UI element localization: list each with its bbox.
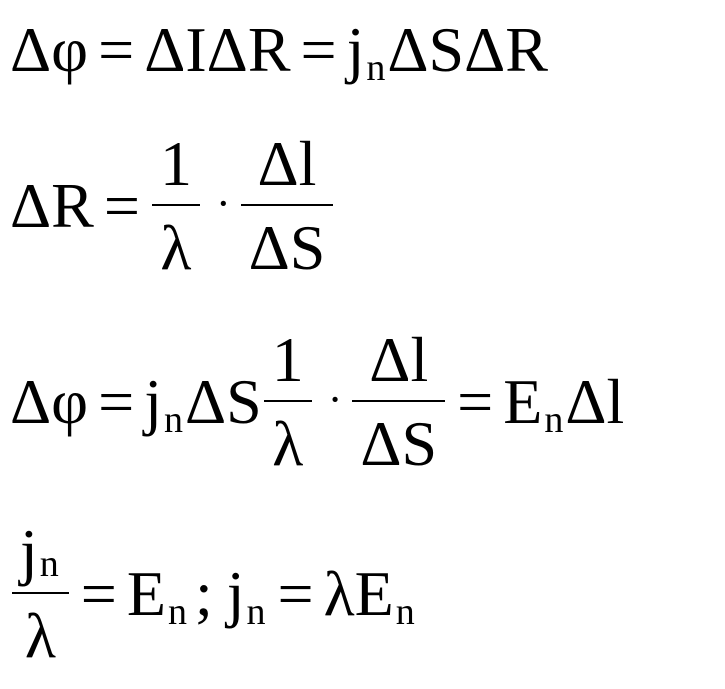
equals-sign: = [98,366,135,437]
subscript-n: n [544,399,564,441]
numerator: j n [12,520,69,584]
fraction-bar [263,400,312,402]
equals-sign: = [80,558,117,629]
equals-sign: = [300,14,337,85]
delta-phi: Δφ [10,14,89,85]
fraction-jn-over-lambda: j n λ [12,520,69,668]
fraction-bar [240,204,334,206]
equals-sign: = [98,14,135,85]
current-density-symbol: j [346,14,365,85]
numerator: Δl [369,324,429,395]
delta-r: ΔR [10,170,94,241]
current-density-symbol: j [144,366,162,437]
numerator: 1 [271,324,304,395]
equals-sign: = [457,366,494,437]
multiplication-dot: · [327,375,343,424]
current-density-symbol: j [20,516,38,587]
fraction-bar [12,592,69,594]
denominator: ΔS [360,408,438,479]
subscript-n: n [167,591,187,633]
equals-sign: = [277,558,314,629]
semicolon: ; [194,558,213,629]
equation-3: Δφ = j n ΔS 1 λ · Δl ΔS = E n Δl [10,328,624,476]
subscript-n: n [246,591,266,633]
fraction-bar [352,400,446,402]
subscript-n: n [366,47,386,89]
equation-2: ΔR = 1 λ · Δl ΔS [10,132,335,280]
current-density-symbol: j [226,558,245,629]
subscript-n: n [163,399,183,441]
denominator: λ [160,212,192,283]
subscript-n: n [39,543,59,585]
field-symbol: E [354,558,394,629]
delta-i-delta-r: ΔIΔR [144,14,291,85]
field-symbol: E [126,558,166,629]
subscript-n: n [395,591,415,633]
fraction-bar [151,204,200,206]
delta-s-delta-r: ΔSΔR [387,14,548,85]
denominator: ΔS [248,212,326,283]
denominator: λ [272,408,304,479]
fraction-dl-over-ds: Δl ΔS [240,128,334,283]
delta-phi: Δφ [10,366,89,437]
denominator: λ [24,600,56,671]
equation-1: Δφ = ΔIΔR = j n ΔSΔR [10,14,548,88]
fraction-one-over-lambda: 1 λ [263,324,312,479]
equals-sign: = [103,170,140,241]
fraction-dl-over-ds: Δl ΔS [352,324,446,479]
numerator: 1 [159,128,192,199]
fraction-one-over-lambda: 1 λ [151,128,200,283]
numerator: Δl [257,128,317,199]
field-symbol: E [503,366,543,437]
multiplication-dot: · [215,179,231,228]
delta-s: ΔS [184,366,262,437]
lambda-symbol: λ [323,558,355,629]
delta-l: Δl [565,366,625,437]
equation-4: j n λ = E n ; j n = λ E n [10,520,417,668]
